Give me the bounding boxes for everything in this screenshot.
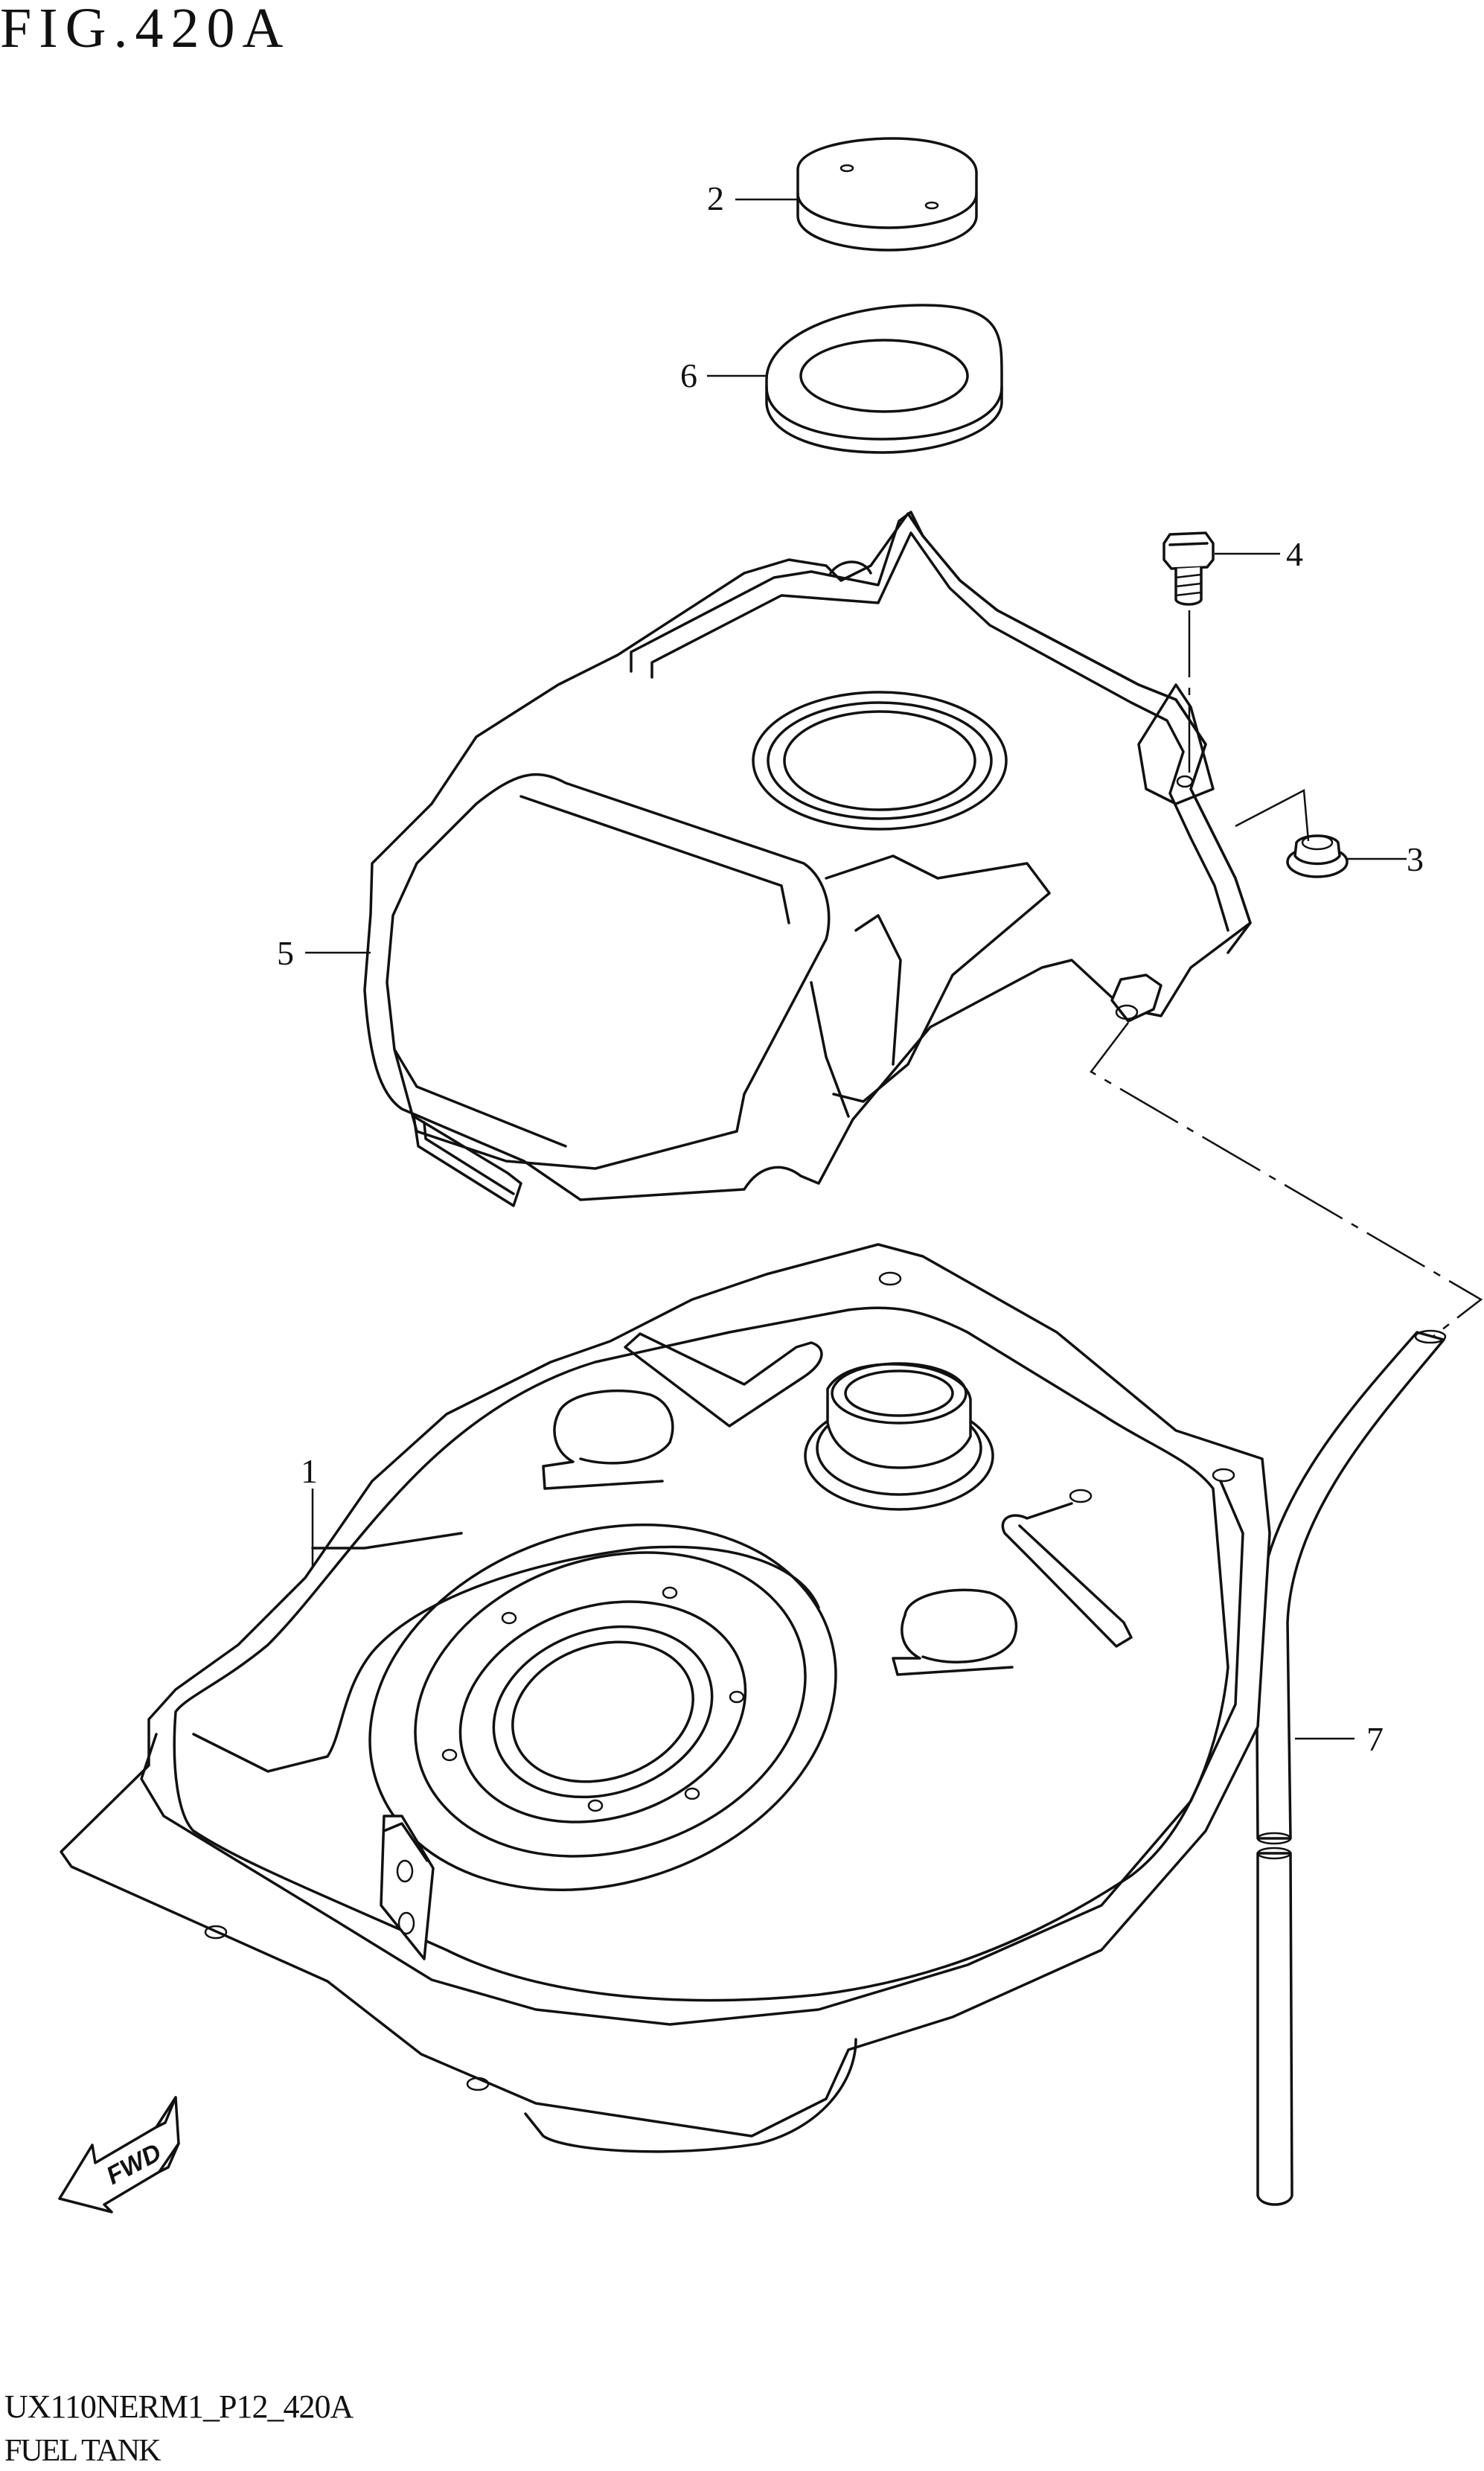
part-6-gasket[interactable] [765,304,1003,454]
callout-7: 7 [1366,1720,1384,1758]
callout-1: 1 [301,1452,318,1490]
diagram-code: UX110NERM1_P12_420A [4,2388,354,2425]
forward-arrow-icon: FWD [58,2096,180,2213]
section-name: FUEL TANK [4,2434,161,2468]
callout-5: 5 [277,934,294,972]
part-2-cap[interactable] [796,137,978,252]
part-3-grommet[interactable] [1286,834,1349,878]
callout-4: 4 [1286,535,1303,573]
callout-2: 2 [707,179,724,217]
hose-routing-line [1090,1022,1483,1340]
part-7-breather-hose[interactable] [1255,1329,1447,2206]
callout-3: 3 [1407,840,1424,878]
part-1-fuel-tank[interactable] [60,1243,1271,2153]
part-4-bolt[interactable] [1162,531,1215,606]
grommet-position-line [1235,789,1310,842]
figure-title: FIG.420A [0,0,291,60]
part-5-tank-cover[interactable] [363,511,1252,1207]
callout-6: 6 [680,357,697,394]
